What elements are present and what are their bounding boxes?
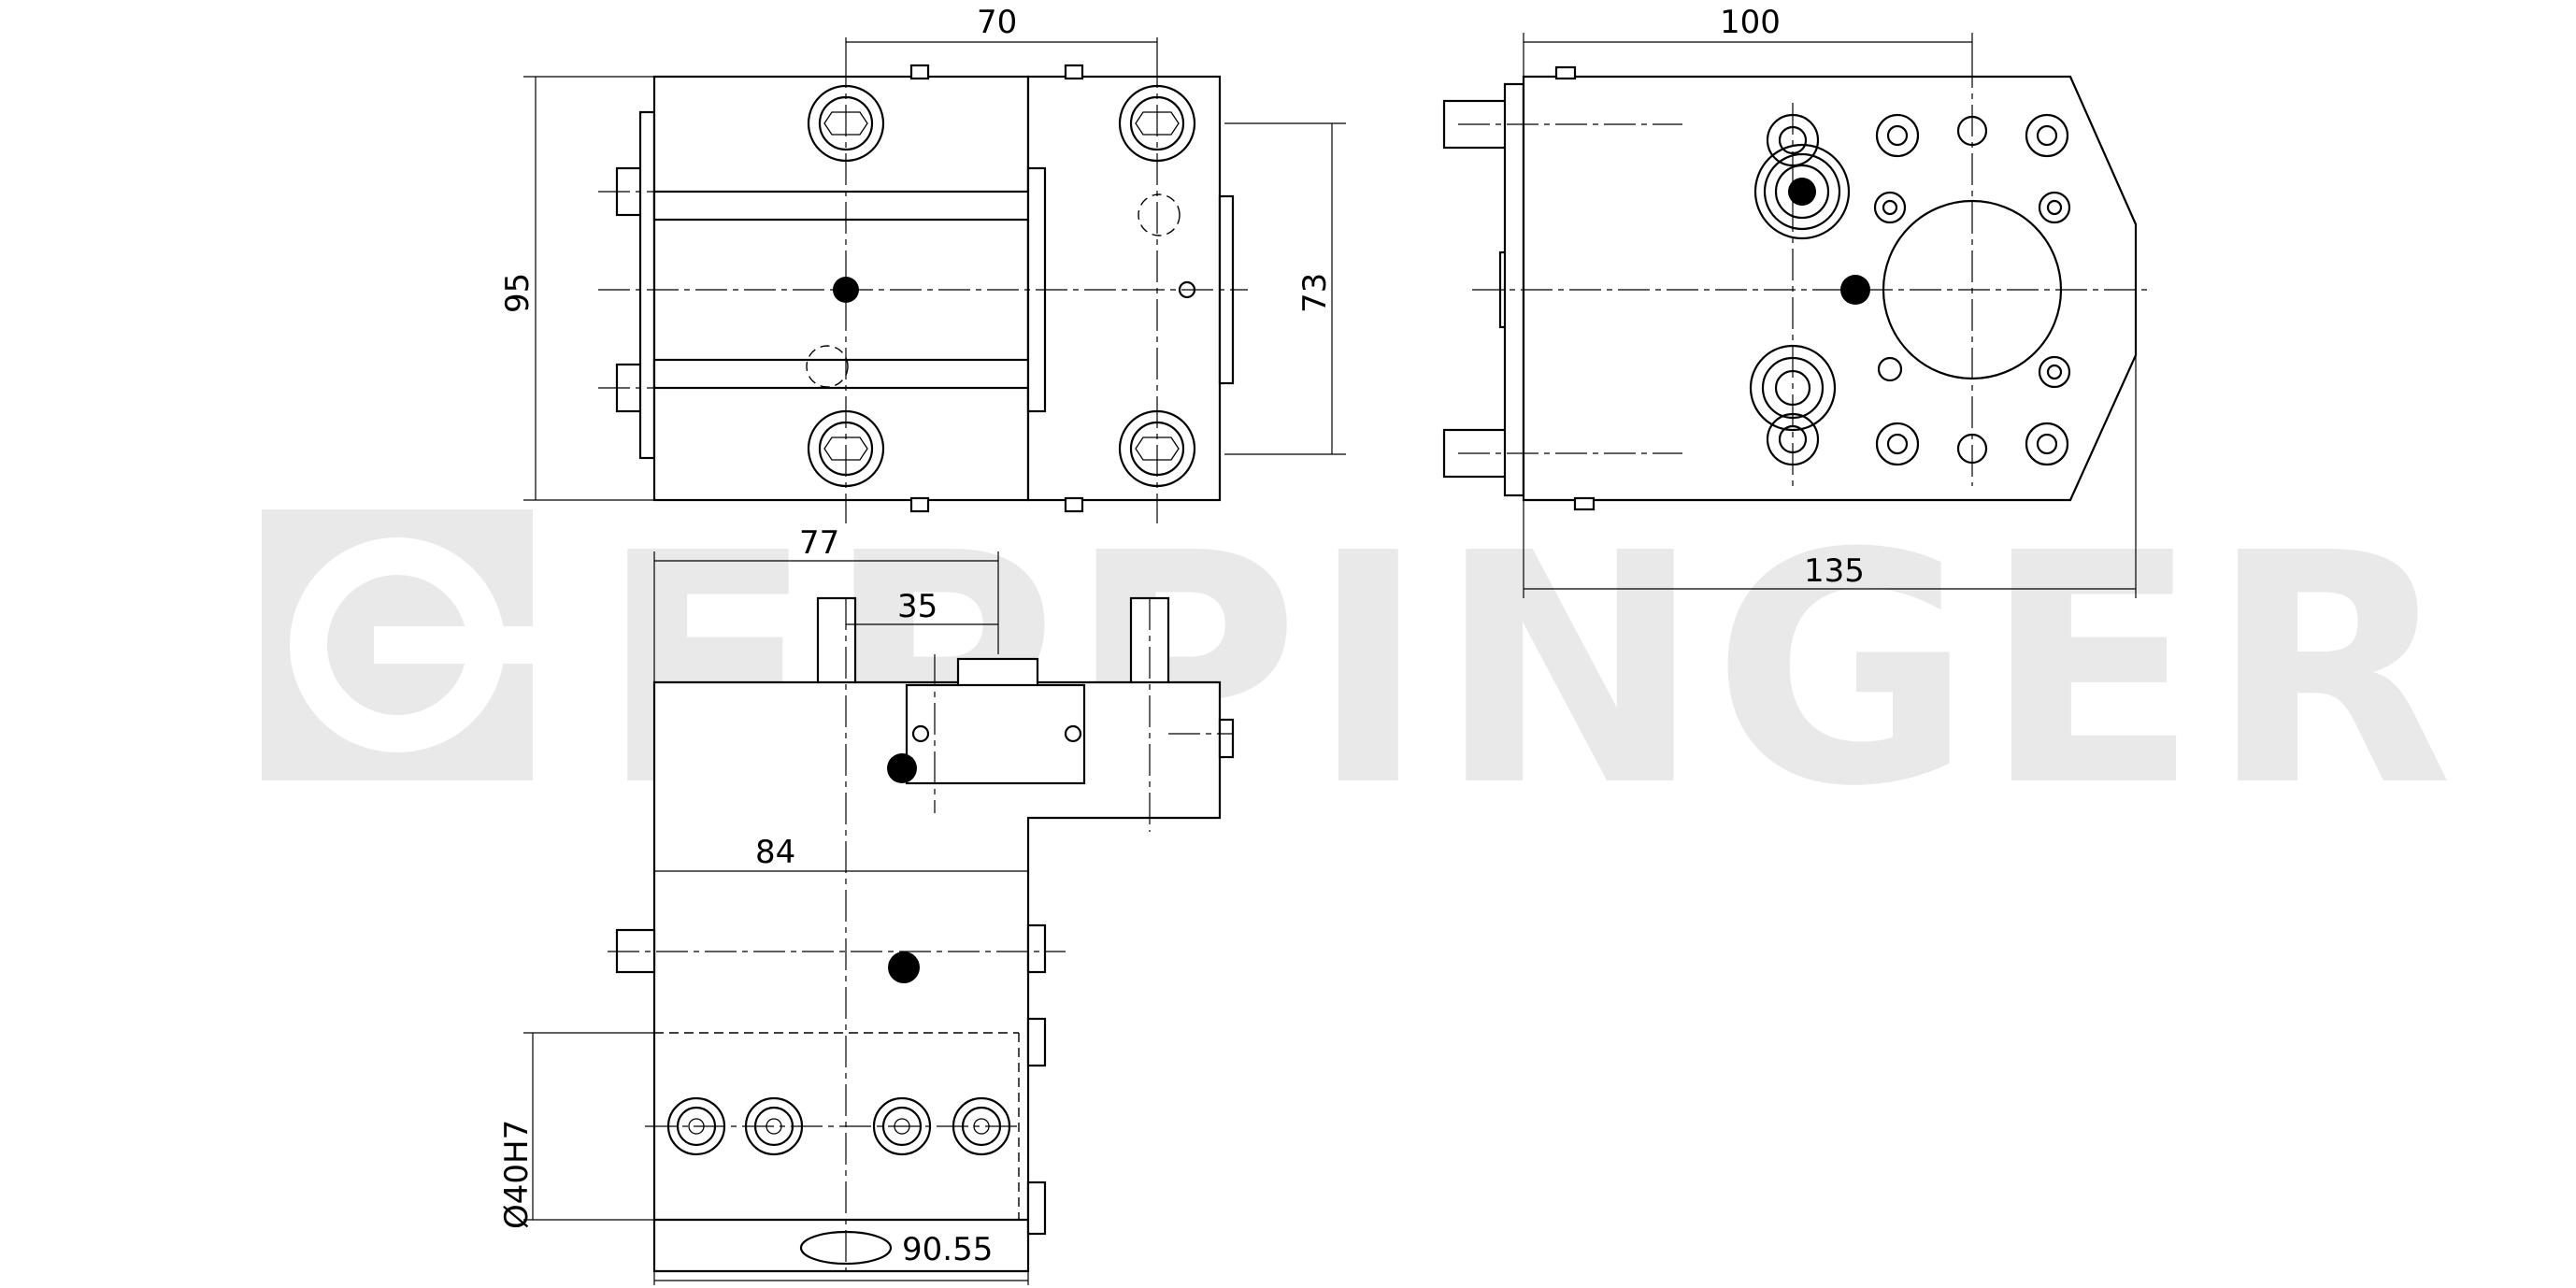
side-top-knob <box>956 657 1039 689</box>
top-tab-1 <box>1554 65 1577 80</box>
front-tab-top-1 <box>909 64 930 80</box>
side-right-lug <box>1218 718 1235 759</box>
front-clamp-top <box>652 190 1030 222</box>
dim-100: 100 <box>1720 4 1781 41</box>
side-block-hole-2 <box>1064 724 1082 743</box>
dim-73: 73 <box>1296 273 1334 313</box>
front-tab-top-2 <box>1064 64 1084 80</box>
dim-35: 35 <box>897 588 937 625</box>
top-tab-2 <box>1573 496 1596 511</box>
dim-84: 84 <box>755 834 795 871</box>
dim-135: 135 <box>1804 552 1865 590</box>
dim-70: 70 <box>977 4 1017 41</box>
front-body-right <box>1026 75 1222 502</box>
side-top-block <box>905 683 1086 785</box>
front-left-rail <box>638 110 656 460</box>
side-pin-left <box>816 596 857 686</box>
front-hidden-hole-1 <box>1138 193 1181 236</box>
front-tab-bottom-1 <box>909 496 930 513</box>
front-clamp-bottom <box>652 358 1030 390</box>
side-center-plug <box>888 952 920 983</box>
front-tab-bottom-2 <box>1064 496 1084 513</box>
dim-95: 95 <box>499 273 537 313</box>
front-hidden-hole-2 <box>806 345 849 388</box>
side-right-lug-2 <box>1026 1017 1047 1067</box>
top-side-hole <box>1877 356 1903 382</box>
view-side: 77 35 84 Ø40H7 90.55 <box>498 524 1235 1285</box>
side-block-hole-1 <box>911 724 930 743</box>
view-top: 100 135 <box>1442 4 2150 598</box>
dim-90-55: 90.55 <box>902 1231 993 1268</box>
watermark-logo-bar <box>374 626 533 664</box>
watermark: EPPINGER <box>262 486 2454 856</box>
side-right-lug-1 <box>1026 923 1047 974</box>
side-right-lug-3 <box>1026 1181 1047 1236</box>
top-counterbore-2 <box>1753 143 1851 240</box>
dim-bore: Ø40H7 <box>498 1120 536 1229</box>
view-front: 70 95 73 <box>499 4 1346 523</box>
side-block-plug <box>887 753 917 783</box>
top-body <box>1522 75 2138 502</box>
dim-77: 77 <box>799 524 839 562</box>
